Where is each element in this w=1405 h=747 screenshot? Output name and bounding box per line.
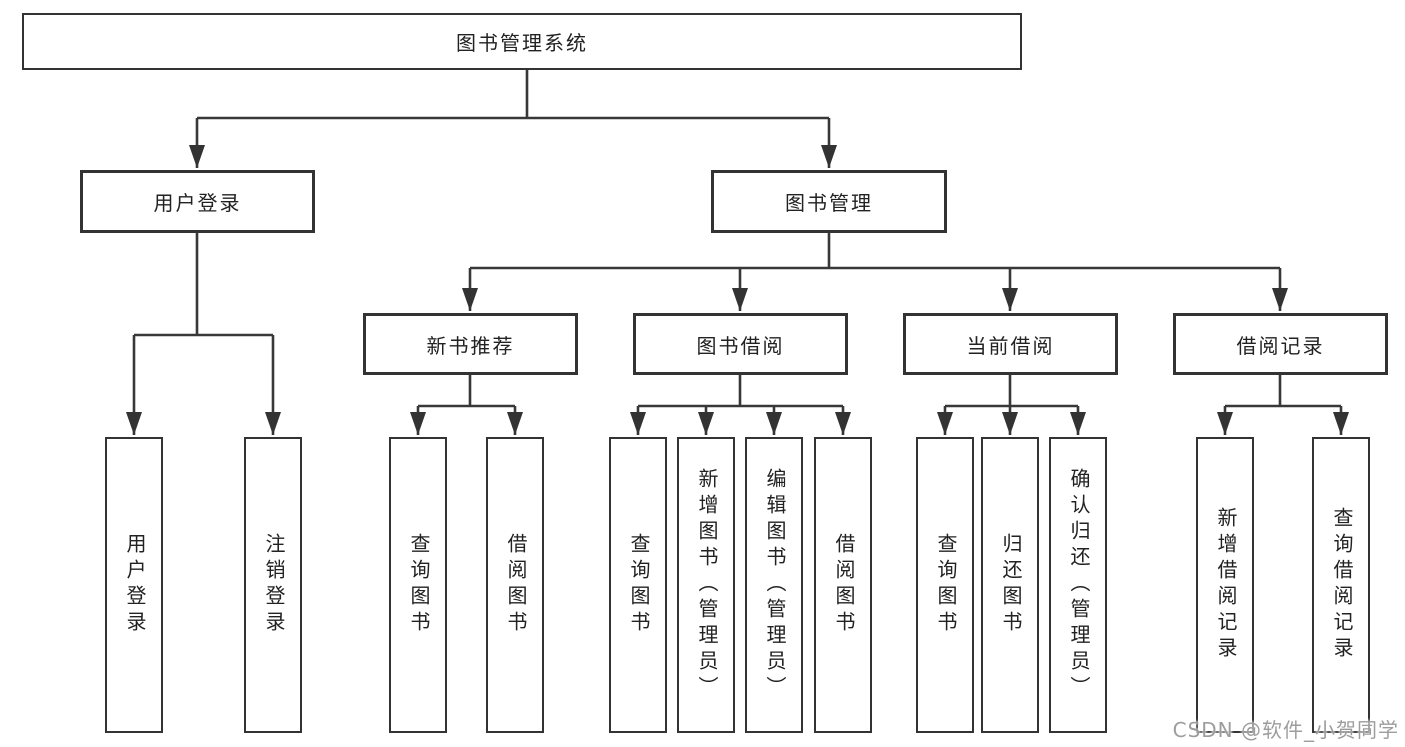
watermark: CSDN @软件_小贺同学 — [1172, 718, 1399, 742]
node-book-management: 图书管理 — [711, 170, 947, 233]
node-leaf-return-books: 归还图书 — [981, 437, 1039, 733]
node-leaf-query-books-2: 查询图书 — [609, 437, 667, 733]
node-leaf-user-login: 用户登录 — [105, 437, 163, 733]
node-leaf-query-borrow-record: 查询借阅记录 — [1312, 437, 1370, 733]
branch-book-management — [470, 233, 1280, 270]
node-library-management-system: 图书管理系统 — [22, 13, 1022, 70]
node-leaf-logout: 注销登录 — [244, 437, 302, 733]
node-borrowing-records: 借阅记录 — [1173, 313, 1388, 375]
branch-root — [197, 70, 829, 120]
node-new-book-recommend: 新书推荐 — [363, 313, 578, 375]
branch-user-login — [134, 233, 273, 337]
node-leaf-add-books-admin: 新增图书（管理员） — [677, 437, 735, 733]
branch-new-book-recommend — [418, 375, 515, 408]
node-book-borrowing: 图书借阅 — [633, 313, 848, 375]
node-leaf-query-books-1: 查询图书 — [389, 437, 447, 733]
node-leaf-borrow-books-1: 借阅图书 — [486, 437, 544, 733]
node-leaf-confirm-return-admin: 确认归还（管理员） — [1049, 437, 1107, 733]
node-leaf-borrow-books-2: 借阅图书 — [814, 437, 872, 733]
node-user-login: 用户登录 — [80, 170, 315, 233]
branch-borrowing-records — [1225, 375, 1341, 408]
node-leaf-edit-books-admin: 编辑图书（管理员） — [745, 437, 803, 733]
node-leaf-add-borrow-record: 新增借阅记录 — [1196, 437, 1254, 733]
node-current-borrowing: 当前借阅 — [903, 313, 1118, 375]
branch-book-borrowing — [638, 375, 843, 408]
branch-current-borrowing — [945, 375, 1078, 408]
node-leaf-query-books-3: 查询图书 — [916, 437, 974, 733]
